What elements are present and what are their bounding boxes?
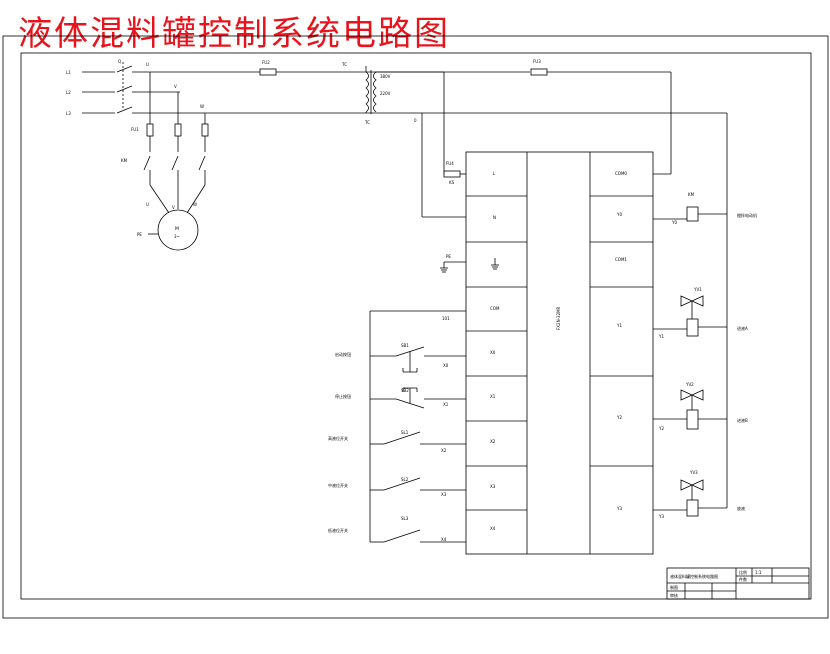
output-yv1-tag: YV1 — [693, 287, 702, 292]
label-v: V — [172, 205, 175, 210]
input-node-1: X0 — [443, 363, 449, 368]
output-yv2-node: Y2 — [658, 426, 664, 431]
plc-term-x4: X4 — [490, 526, 496, 531]
input-label-5: 低液位开关 — [328, 527, 348, 533]
fuse-fu3 — [530, 68, 548, 76]
output-yv1-node: Y1 — [658, 334, 664, 339]
plc-term-com0: COM0 — [615, 171, 627, 176]
fuse-1 — [146, 123, 154, 137]
label-ks: KS — [449, 180, 455, 185]
label-node-0: 0 — [414, 118, 417, 123]
label-w11: W — [200, 104, 204, 109]
plc-term-y3: Y3 — [616, 506, 622, 511]
plc-body — [465, 151, 654, 555]
transformer-secondary — [373, 71, 377, 113]
label-pe: PE — [137, 232, 142, 237]
input-label-1: 启动按钮 — [335, 351, 351, 357]
input-tag-2: SB2 — [401, 388, 409, 393]
fuse-2 — [174, 123, 182, 137]
titleblock-name: 液体混料罐控制系统电路图 — [670, 573, 718, 579]
titleblock-r1: 比例 — [739, 569, 747, 575]
label-220v: 220V — [380, 91, 391, 96]
label-u11: U — [146, 62, 149, 67]
plc-term-x3: X3 — [490, 484, 496, 489]
label-tc-node: TC — [364, 120, 370, 125]
titleblock-r3: 制图 — [670, 584, 678, 590]
input-node-5: X4 — [441, 537, 447, 542]
plc-term-y2: Y2 — [616, 415, 622, 420]
label-w: W — [193, 202, 197, 207]
plc-term-com: COM — [490, 306, 500, 311]
output-km-label: 搅拌电动机 — [737, 212, 757, 218]
yv2-valve-icon — [680, 389, 704, 401]
input-node-3: X2 — [441, 448, 447, 453]
yv3-valve-icon — [680, 479, 704, 491]
motor-label: M — [175, 226, 179, 232]
yv1-coil — [686, 318, 699, 337]
output-km-tag: KM — [688, 192, 695, 197]
label-l1: L1 — [66, 70, 71, 75]
transformer-primary — [365, 71, 369, 113]
page-title: 液体混料罐控制系统电路图 — [18, 14, 450, 54]
plc-model: FX2N-32MR — [556, 306, 561, 330]
plc-term-y1: Y1 — [616, 323, 622, 328]
yv3-coil — [686, 499, 699, 517]
yv2-coil — [686, 409, 699, 430]
plc-term-com1: COM1 — [615, 257, 627, 262]
label-380v: 380V — [380, 74, 391, 79]
plc-term-l: L — [493, 171, 496, 176]
title-block — [666, 567, 810, 600]
input-node-4: X3 — [441, 492, 447, 497]
label-fu2: FU2 — [262, 60, 270, 65]
input-com-node: 101 — [442, 316, 450, 321]
output-km-node: Y0 — [671, 220, 677, 225]
label-tc-top: TC — [341, 62, 347, 67]
output-yv3-label: 放液 — [737, 505, 745, 511]
label-km-main: KM — [121, 158, 128, 163]
label-l2: L2 — [66, 90, 71, 95]
titleblock-r4: 审核 — [670, 592, 678, 598]
fuse-fu4 — [443, 170, 461, 178]
output-yv1-label: 进液A — [737, 325, 748, 331]
input-node-2: X1 — [443, 402, 449, 407]
input-label-2: 停止按钮 — [335, 393, 351, 399]
sheet-inner-border — [20, 52, 812, 600]
input-label-4: 中液位开关 — [328, 482, 348, 488]
yv1-valve-icon — [680, 295, 704, 307]
plc-term-n: N — [493, 215, 496, 220]
output-yv2-label: 进液B — [737, 417, 748, 423]
motor-sub-label: 3~ — [174, 234, 180, 239]
plc-term-x2: X2 — [490, 439, 496, 444]
output-yv3-tag: YV3 — [689, 470, 698, 475]
label-fu4: FU4 — [446, 161, 454, 166]
titleblock-r2: 件数 — [739, 576, 747, 582]
label-u: U — [146, 202, 149, 207]
label-v11: V — [174, 84, 177, 89]
output-yv3-node: Y3 — [658, 514, 664, 519]
fuse-3 — [201, 123, 209, 137]
sheet-outer-border — [2, 35, 829, 619]
label-fu1: FU1 — [131, 127, 139, 132]
label-l3: L3 — [66, 111, 71, 116]
label-q: Q — [118, 59, 121, 64]
fuse-fu2 — [259, 68, 277, 76]
input-tag-1: SB1 — [401, 343, 409, 348]
label-pe2: PE — [446, 254, 451, 259]
input-label-3: 高液位开关 — [328, 435, 348, 441]
input-tag-5: SL3 — [401, 516, 409, 521]
plc-term-y0: Y0 — [616, 212, 622, 217]
input-tag-4: SL2 — [401, 477, 409, 482]
input-tag-3: SL1 — [401, 430, 409, 435]
km-coil — [686, 206, 699, 222]
label-fu3: FU3 — [533, 59, 541, 64]
plc-term-x1: X1 — [490, 394, 496, 399]
output-yv2-tag: YV2 — [685, 382, 694, 387]
titleblock-r1v: 1:1 — [755, 570, 762, 575]
plc-term-x0: X0 — [490, 350, 496, 355]
motor-symbol — [157, 209, 199, 251]
